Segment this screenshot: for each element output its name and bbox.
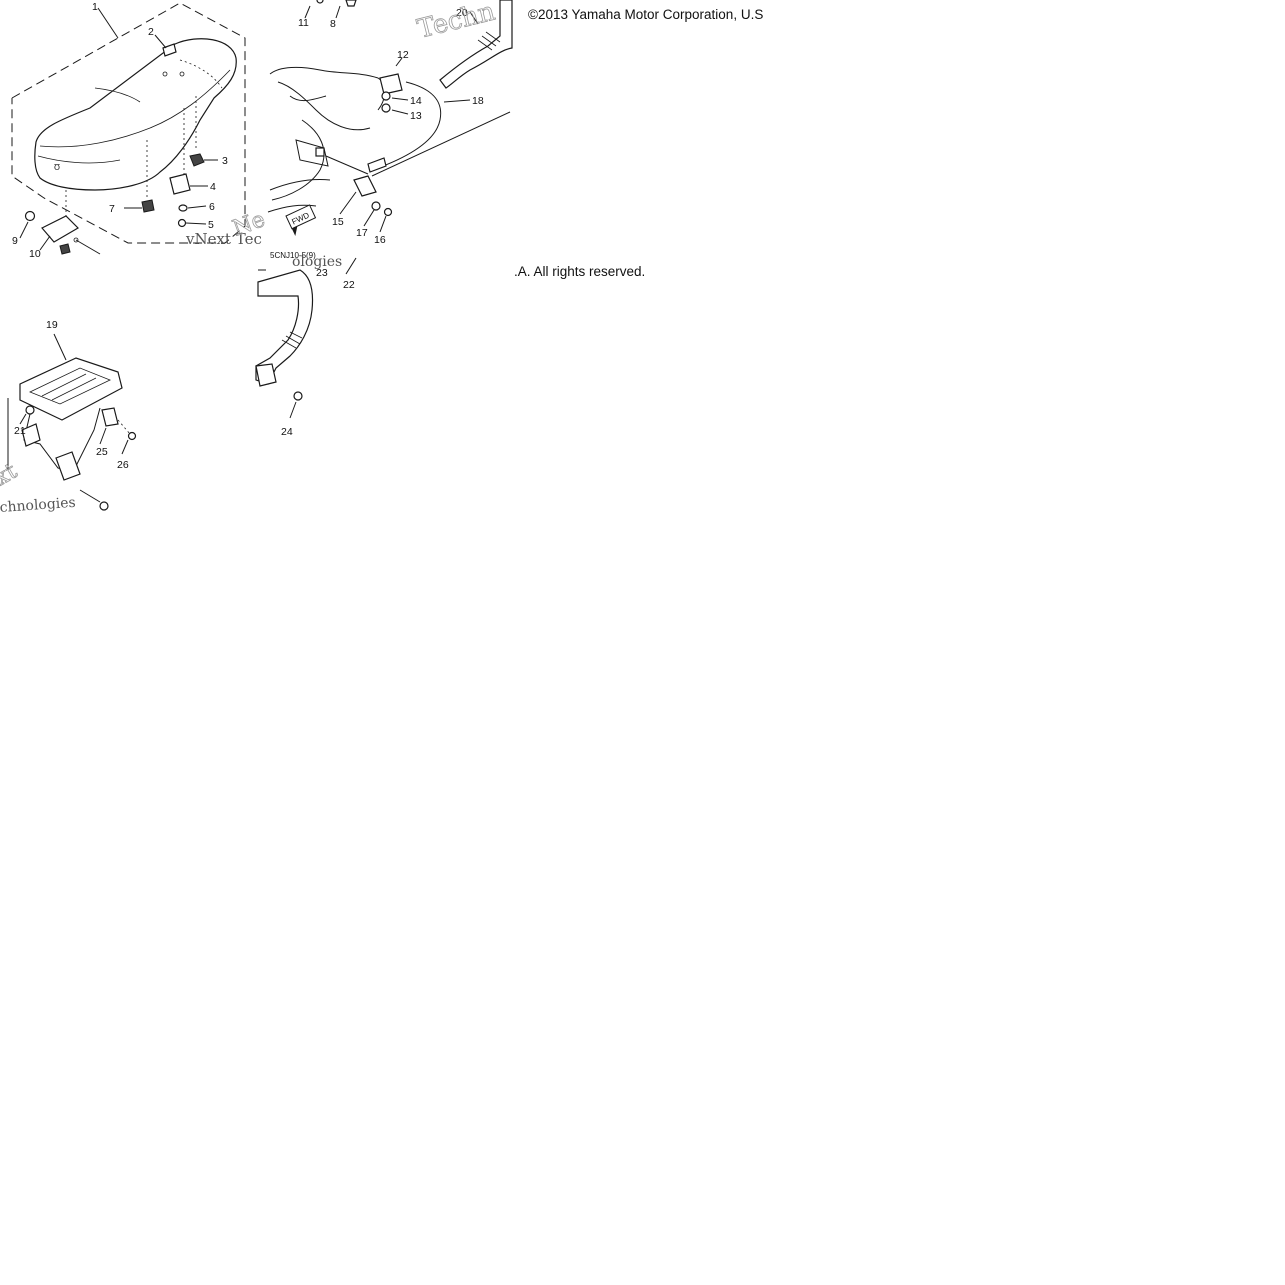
callout-9: 9 — [12, 235, 18, 247]
callout-13: 13 — [410, 110, 422, 122]
watermark-ne: Ne — [230, 207, 269, 242]
callout-7: 7 — [109, 203, 115, 215]
callout-21: 21 — [14, 425, 26, 437]
fwd-arrow: FWD — [285, 204, 317, 236]
callout-14: 14 — [410, 95, 422, 107]
callout-26: 26 — [117, 459, 129, 471]
seat-cushion — [34, 38, 237, 191]
seat-lock — [353, 175, 377, 197]
callout-23: 23 — [316, 267, 328, 279]
seat-group-boundary — [11, 2, 246, 244]
callout-24: 24 — [281, 426, 293, 438]
callout-11: 11 — [298, 17, 309, 29]
watermarks: Techn vNext Tec ologies Ne xt chnologies — [0, 0, 499, 516]
carrier-rack — [19, 357, 123, 421]
watermark-vnext: vNext Tec — [185, 230, 262, 248]
diagram-code: 5CNJ10-5(9) — [270, 251, 316, 260]
watermark-ologies: ologies — [292, 254, 342, 270]
bolt — [177, 218, 187, 228]
seat-lock-nut — [24, 210, 36, 222]
callout-10: 10 — [29, 248, 41, 260]
rear-grab-bar — [255, 269, 314, 419]
callout-6: 6 — [209, 201, 215, 213]
callout-4: 4 — [210, 181, 216, 193]
callout-18: 18 — [472, 95, 484, 107]
washer — [178, 204, 188, 212]
grab-bar-lower — [255, 269, 314, 385]
cable-holder — [379, 73, 403, 95]
callout-16: 16 — [374, 234, 386, 246]
callout-17: 17 — [356, 227, 368, 239]
callout-2: 2 — [148, 26, 154, 38]
seat-lock-group — [19, 210, 101, 255]
callout-19: 19 — [46, 319, 58, 331]
watermark-xt: xt — [0, 459, 22, 491]
rear-carrier — [7, 333, 137, 511]
callout-3: 3 — [222, 155, 228, 167]
seat-bracket — [169, 173, 191, 195]
seat-damper — [189, 153, 205, 167]
copyright-line-1: ©2013 Yamaha Motor Corporation, U.S — [528, 7, 764, 22]
callout-8: 8 — [330, 18, 336, 30]
copyright-line-2: .A. All rights reserved. — [514, 264, 646, 279]
callout-22: 22 — [343, 279, 355, 291]
callout-20: 20 — [456, 7, 468, 19]
watermark-techn: Techn — [414, 0, 498, 45]
seat-lock-cable — [377, 81, 442, 169]
callout-12: 12 — [397, 49, 409, 61]
grab-bar-top — [439, 0, 513, 89]
damper — [141, 199, 155, 213]
watermark-chnologies: chnologies — [0, 495, 76, 516]
callout-1: 1 — [92, 1, 98, 13]
callout-25: 25 — [96, 446, 108, 458]
seat-emblem: Ʊ — [54, 163, 60, 172]
top-partial-parts — [304, 0, 357, 19]
seat-hook — [162, 43, 177, 57]
seat-lock-plate — [41, 215, 79, 243]
callout-5: 5 — [208, 219, 214, 231]
callout-numbers: 1 2 3 4 5 6 7 8 9 10 11 12 13 14 15 16 1… — [12, 1, 484, 471]
frame-section: FWD — [258, 0, 513, 275]
callout-15: 15 — [332, 216, 344, 228]
seat-group: Ʊ — [11, 2, 246, 244]
